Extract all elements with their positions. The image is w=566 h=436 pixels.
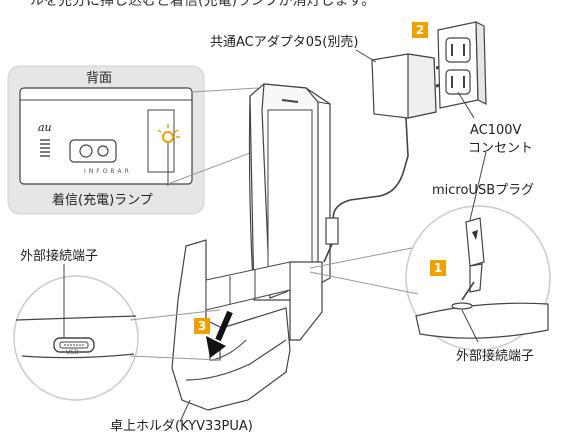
desktop-holder	[171, 239, 323, 411]
back-label: 背面	[86, 71, 113, 86]
lamp-label: 着信(充電)ランプ	[52, 193, 153, 208]
adapter-label: 共通ACアダプタ05(別売)	[210, 35, 359, 50]
step-badge-2: 2	[412, 22, 428, 38]
ac-adapter	[323, 53, 457, 263]
back-inset	[7, 65, 259, 215]
step-badge-3: 3	[194, 318, 210, 334]
brand-mark: au	[38, 121, 52, 134]
lamp-indicator	[162, 131, 174, 143]
wall-outlet	[437, 21, 487, 109]
external-connector-label-left: 外部接続端子	[20, 249, 99, 264]
speaker-grille	[40, 139, 50, 157]
holder-label: 卓上ホルダ(KYV33PUA)	[110, 419, 253, 434]
external-connector-label-right: 外部接続端子	[456, 349, 535, 364]
top-text: ルを充分に挿し込むと着信(充電)ランプが消灯します。	[30, 0, 376, 9]
connector-closeup	[13, 264, 221, 401]
insert-arrow	[206, 310, 233, 358]
outlet-label-line2: コンセント	[468, 141, 534, 156]
plug-closeup	[309, 205, 551, 351]
phone	[248, 83, 331, 301]
usb-mark: USB	[66, 349, 79, 356]
model-mark: INFOBAR	[84, 168, 132, 175]
step-badge-1: 1	[430, 260, 446, 276]
outlet-label-line1: AC100V	[470, 123, 522, 138]
plug-label: microUSBプラグ	[432, 183, 535, 198]
